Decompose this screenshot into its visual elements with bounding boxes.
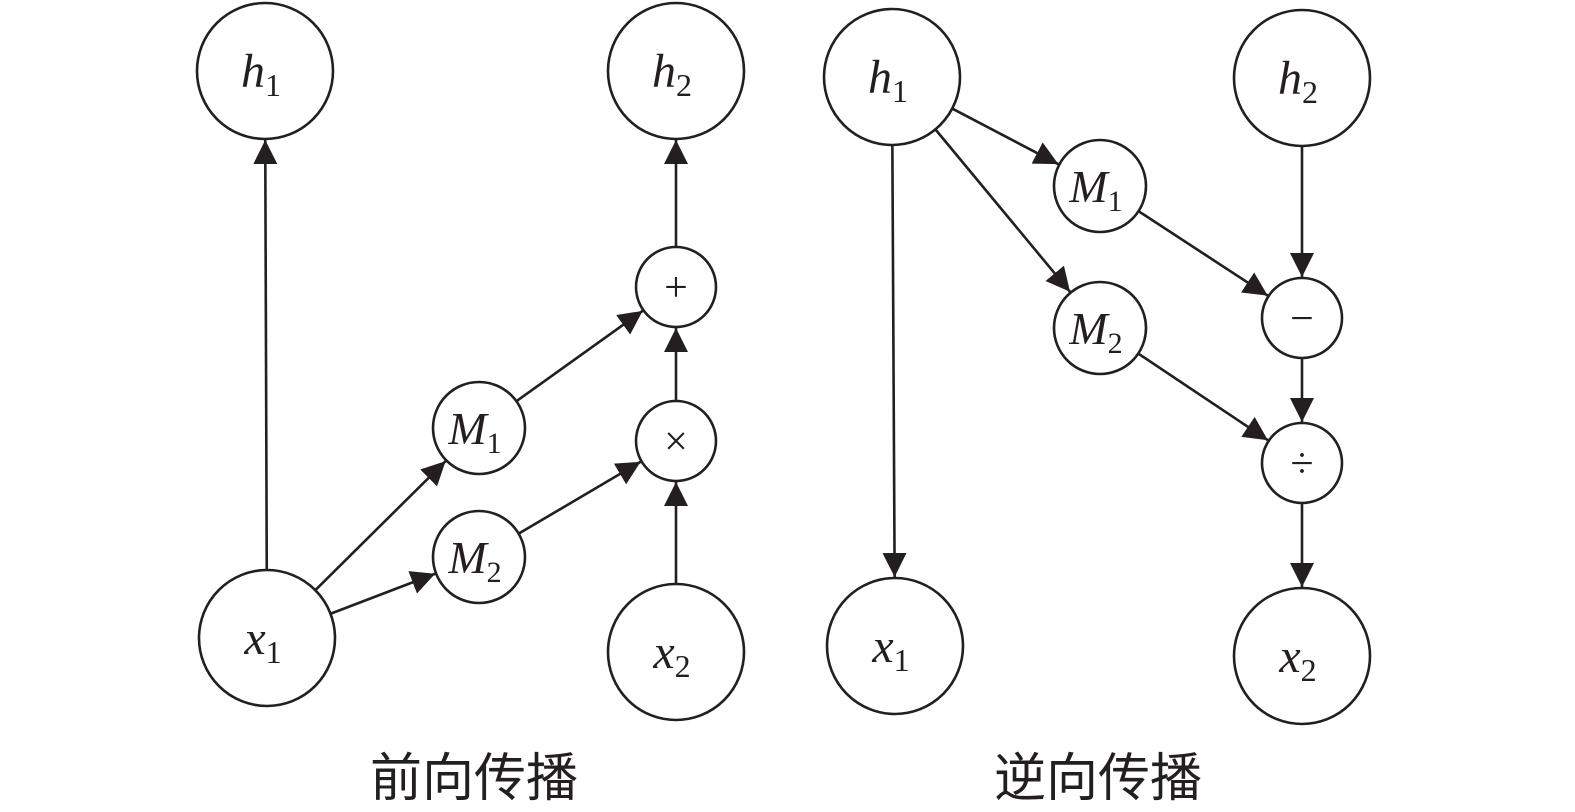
- node-label-forward-M1: M1: [447, 403, 501, 460]
- edge-backward-h1-to-M1: [951, 107, 1059, 166]
- edge-backward-h1-to-x1: [882, 144, 907, 578]
- node-label-backward-M1: M1: [1068, 161, 1122, 218]
- node-var-forward-M2: M: [447, 532, 489, 583]
- node-forward-x2: x2: [606, 582, 746, 722]
- node-circle-forward-plus: [634, 245, 718, 329]
- node-forward-x1: x1: [197, 568, 337, 708]
- captions-layer: 前向传播 逆向传播: [370, 749, 1202, 809]
- node-backward-x2: x2: [1232, 586, 1372, 726]
- edge-backward-M1-to-minus: [1137, 210, 1269, 297]
- node-circle-backward-divide: [1260, 421, 1344, 505]
- node-circle-backward-x1: [825, 576, 965, 716]
- node-backward-M2: M2: [1052, 280, 1148, 376]
- edge-backward-h1-to-M2: [934, 128, 1072, 293]
- node-sub-forward-h2: 2: [676, 67, 692, 103]
- node-backward-minus: −: [1260, 276, 1344, 360]
- node-sub-forward-M2: 2: [487, 556, 502, 589]
- edge-forward-M1-to-plus: [515, 309, 644, 403]
- node-op-forward-plus: +: [664, 265, 688, 311]
- node-sub-backward-h2: 2: [1302, 74, 1318, 110]
- node-sub-forward-x1: 1: [266, 634, 282, 670]
- node-var-backward-x2: x: [1278, 630, 1300, 683]
- node-circle-backward-M1: [1052, 138, 1148, 234]
- node-var-backward-h2: h: [1278, 52, 1302, 105]
- node-backward-h1: h1: [822, 7, 962, 147]
- node-sub-backward-x1: 1: [894, 642, 910, 678]
- node-backward-h2: h2: [1232, 8, 1372, 148]
- node-op-backward-minus: −: [1290, 296, 1314, 342]
- node-circle-backward-M2: [1052, 280, 1148, 376]
- node-backward-M1: M1: [1052, 138, 1148, 234]
- edge-backward-M2-to-divide: [1137, 352, 1269, 442]
- node-sub-backward-M2: 2: [1108, 327, 1123, 360]
- node-op-forward-times: ×: [664, 419, 688, 465]
- node-sub-forward-h1: 1: [265, 67, 281, 103]
- node-sub-backward-x2: 2: [1301, 652, 1317, 688]
- node-label-backward-x1: x1: [871, 620, 909, 678]
- node-backward-x1: x1: [825, 576, 965, 716]
- node-var-forward-h1: h: [241, 45, 265, 98]
- node-forward-times: ×: [634, 399, 718, 483]
- node-sub-backward-h1: 1: [892, 73, 908, 109]
- node-sub-forward-x2: 2: [675, 648, 691, 684]
- node-forward-h1: h1: [195, 1, 335, 141]
- node-circle-backward-minus: [1260, 276, 1344, 360]
- node-label-forward-h1: h1: [241, 45, 281, 103]
- edge-forward-x1-to-M2: [330, 571, 436, 615]
- node-circle-forward-M1: [431, 380, 527, 476]
- node-label-backward-M2: M2: [1068, 303, 1122, 360]
- node-circle-forward-x2: [606, 582, 746, 722]
- node-sub-backward-M1: 1: [1108, 185, 1123, 218]
- node-circle-forward-x1: [197, 568, 337, 708]
- node-circle-forward-h2: [606, 1, 746, 141]
- node-var-forward-x1: x: [243, 612, 265, 665]
- node-label-forward-h2: h2: [652, 45, 692, 103]
- edge-forward-M2-to-times: [517, 460, 642, 535]
- node-circle-forward-h1: [195, 1, 335, 141]
- node-op-backward-divide: ÷: [1290, 441, 1313, 487]
- node-circle-forward-times: [634, 399, 718, 483]
- node-circle-backward-h1: [822, 7, 962, 147]
- node-forward-plus: +: [634, 245, 718, 329]
- node-backward-divide: ÷: [1260, 421, 1344, 505]
- caption-backward: 逆向传播: [994, 749, 1202, 809]
- node-var-backward-x1: x: [871, 620, 893, 673]
- node-circle-forward-M2: [431, 509, 527, 605]
- node-label-forward-x1: x1: [243, 612, 281, 670]
- edge-forward-x1-to-M1: [314, 460, 447, 592]
- node-label-backward-h1: h1: [868, 51, 908, 109]
- caption-forward: 前向传播: [370, 749, 578, 809]
- node-label-backward-h2: h2: [1278, 52, 1318, 110]
- node-label-forward-M2: M2: [447, 532, 501, 589]
- node-circle-backward-h2: [1232, 8, 1372, 148]
- node-var-backward-M2: M: [1068, 303, 1110, 354]
- node-sub-forward-M1: 1: [487, 427, 502, 460]
- node-var-forward-M1: M: [447, 403, 489, 454]
- node-forward-h2: h2: [606, 1, 746, 141]
- node-var-backward-M1: M: [1068, 161, 1110, 212]
- node-var-forward-h2: h: [652, 45, 676, 98]
- edge-forward-x1-to-h1: [253, 139, 278, 571]
- edges-layer: [253, 107, 1314, 615]
- node-forward-M1: M1: [431, 380, 527, 476]
- node-var-forward-x2: x: [652, 626, 674, 679]
- node-forward-M2: M2: [431, 509, 527, 605]
- node-circle-backward-x2: [1232, 586, 1372, 726]
- node-label-forward-x2: x2: [652, 626, 690, 684]
- node-var-backward-h1: h: [868, 51, 892, 104]
- node-label-backward-x2: x2: [1278, 630, 1316, 688]
